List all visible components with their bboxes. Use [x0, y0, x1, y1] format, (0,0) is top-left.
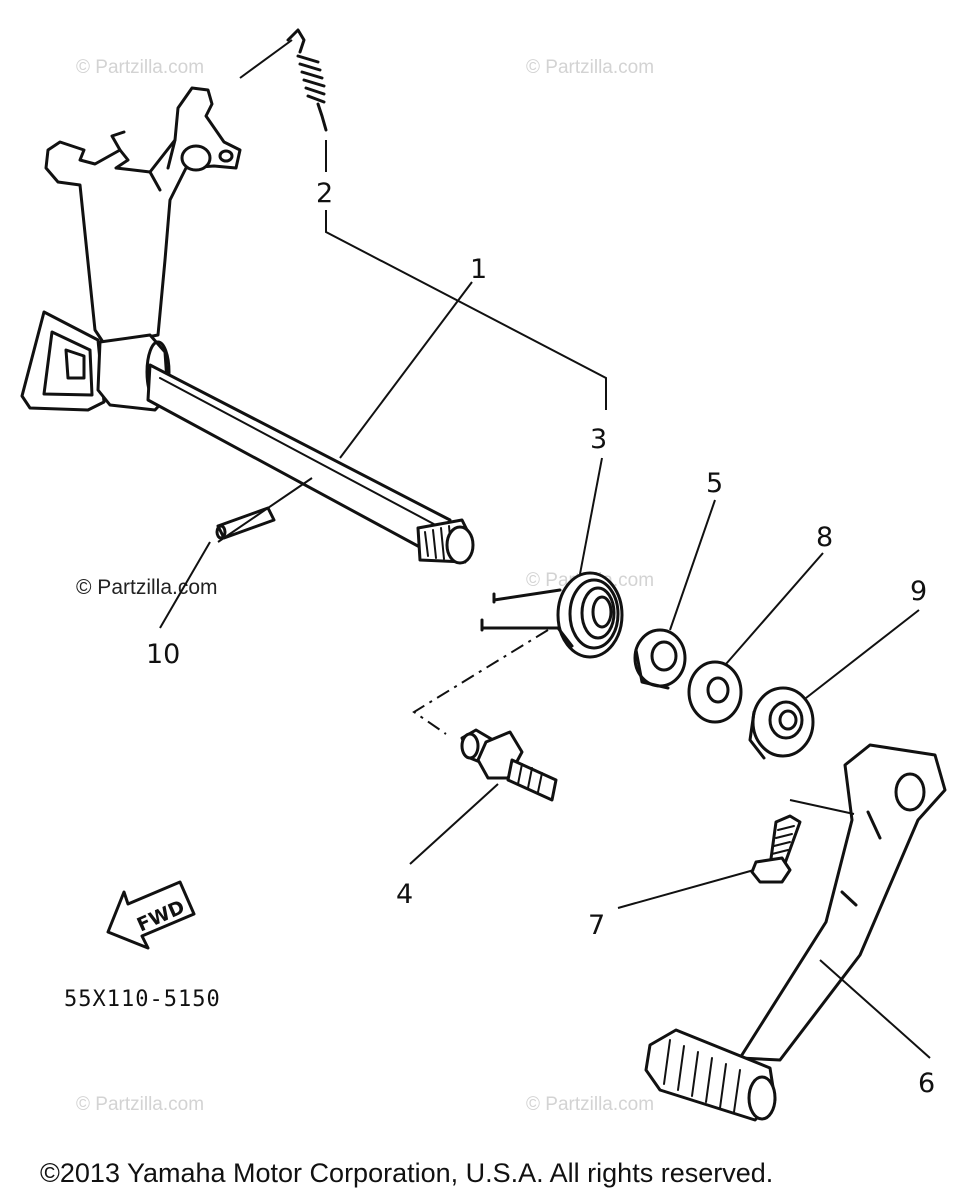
callout-5: 5	[706, 468, 723, 499]
callout-3: 3	[590, 424, 607, 455]
callout-2: 2	[316, 178, 333, 209]
watermark-left-dark: © Partzilla.com	[76, 576, 218, 599]
callout-7: 7	[588, 910, 605, 941]
callout-1: 1	[470, 254, 487, 285]
callout-4: 4	[396, 879, 413, 910]
copyright-notice: ©2013 Yamaha Motor Corporation, U.S.A. A…	[40, 1158, 773, 1188]
diagram-code: 55X110-5150	[64, 987, 221, 1012]
watermark-bottom-right: © Partzilla.com	[526, 1094, 654, 1115]
part-oil-seal	[633, 628, 687, 690]
callout-6: 6	[918, 1068, 935, 1099]
fwd-arrow-icon: FWD	[106, 880, 196, 950]
part-washer	[687, 660, 743, 724]
watermark-top-left: © Partzilla.com	[76, 57, 204, 78]
watermark-bottom-left: © Partzilla.com	[76, 1094, 204, 1115]
part-shift-pedal	[644, 743, 947, 1122]
part-return-spring	[286, 28, 328, 132]
part-torsion-spring	[480, 571, 624, 659]
part-shift-shaft	[20, 86, 475, 565]
part-stopper-bolt	[460, 728, 558, 802]
part-collar	[748, 686, 815, 760]
callout-9: 9	[910, 576, 927, 607]
part-pinch-bolt	[750, 814, 802, 884]
callout-10: 10	[146, 639, 180, 670]
callout-8: 8	[816, 522, 833, 553]
leader-lines	[159, 39, 931, 1059]
watermark-top-right: © Partzilla.com	[526, 57, 654, 78]
